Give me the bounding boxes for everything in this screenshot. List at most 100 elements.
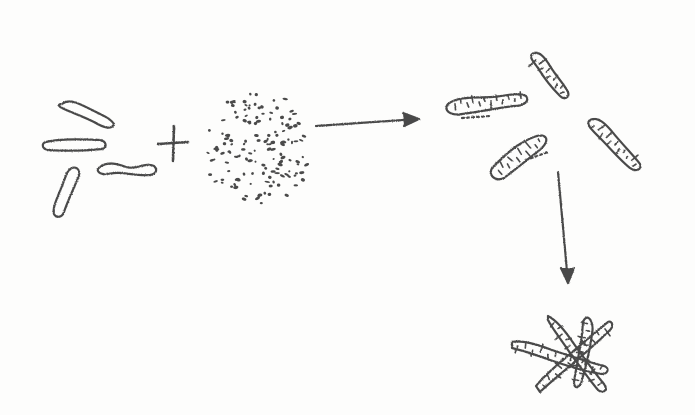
particle-dot: [229, 138, 234, 142]
particle-dot: [293, 140, 298, 142]
fuzz-tick: [590, 126, 594, 128]
cluster-fuzz-tick: [578, 336, 585, 337]
particle-dot: [264, 166, 268, 170]
particle-dot: [235, 177, 241, 182]
fuzz-tick: [526, 142, 531, 148]
aggregated-cluster: [512, 316, 612, 392]
fuzz-tick: [517, 158, 520, 162]
rod-1: [59, 102, 114, 128]
cluster-fuzz-tick: [548, 375, 550, 379]
particle-dot: [250, 183, 252, 185]
particle-dot: [299, 139, 304, 143]
particle-dot: [255, 115, 259, 119]
particle-dot: [293, 124, 298, 128]
particle-dot: [261, 163, 266, 167]
particle-dot: [269, 111, 273, 114]
particle-dot: [282, 97, 288, 100]
particle-dot: [279, 152, 282, 156]
particle-dot: [253, 149, 256, 152]
cluster-fuzz-tick: [593, 340, 595, 342]
cluster-fuzz-tick: [573, 380, 579, 381]
particle-dot: [241, 148, 245, 151]
particle-dot: [254, 160, 257, 163]
particle-dot: [266, 143, 269, 145]
particle-dot: [301, 134, 306, 138]
particle-dot: [284, 193, 289, 198]
particle-dot: [244, 139, 247, 142]
rod-3: [98, 164, 156, 176]
particle-dot: [277, 184, 280, 187]
particle-dot: [242, 99, 247, 103]
particle-dot: [244, 104, 248, 107]
particle-dot: [261, 113, 265, 115]
particle-dot: [235, 115, 239, 119]
particle-dot: [234, 110, 238, 114]
fuzz-tick: [546, 69, 549, 72]
particle-dot: [221, 119, 226, 122]
particle-dot: [300, 177, 305, 182]
fuzz-tick: [546, 76, 550, 79]
cluster-fuzz-tick: [531, 350, 533, 356]
particle-dot: [241, 197, 247, 202]
particle-dot: [208, 129, 212, 133]
fuzz-tick: [526, 151, 530, 155]
particle-dot: [221, 179, 225, 181]
particle-dot: [244, 195, 248, 198]
cluster-fuzz-tick: [586, 331, 589, 332]
particle-dot: [249, 92, 252, 95]
particle-dot: [256, 139, 260, 142]
fuzz-tick: [539, 59, 546, 64]
particle-dot: [296, 163, 299, 165]
particle-dot: [223, 142, 227, 145]
particle-dot: [281, 122, 284, 126]
particle-dot: [288, 170, 291, 173]
particle-dot: [263, 191, 267, 195]
rod-4: [54, 168, 80, 217]
particle-dot: [254, 93, 258, 97]
particle-dot: [251, 172, 254, 176]
fuzz-tick: [508, 157, 512, 160]
particle-dot: [291, 141, 293, 144]
fuzz-tick: [538, 139, 540, 142]
particle-dot: [295, 172, 298, 174]
particle-dot: [247, 159, 253, 163]
particle-dot: [227, 170, 230, 173]
particle-dot: [248, 104, 251, 106]
particle-dot: [213, 180, 218, 183]
particle-dot: [275, 167, 280, 170]
particle-dot: [267, 134, 271, 138]
particle-dot: [272, 158, 275, 160]
coated-rod-3: [588, 119, 640, 170]
particle-dot: [264, 180, 270, 183]
particle-dot: [288, 158, 292, 161]
fuzz-tick: [502, 100, 503, 104]
fuzz-tick: [607, 133, 612, 138]
fuzz-tick: [508, 96, 509, 100]
arrow-down: [558, 172, 574, 283]
fuzz-tick: [520, 92, 521, 98]
particle-dot: [288, 117, 292, 121]
particle-dot: [295, 159, 301, 164]
fuzz-tick: [633, 164, 636, 166]
cluster-fuzz-tick: [580, 373, 584, 374]
particle-dot: [275, 133, 279, 137]
particle-dot: [269, 118, 271, 121]
particle-dot: [242, 118, 247, 123]
fuzz-tick: [615, 142, 618, 145]
particle-dot: [292, 113, 297, 116]
particle-dot: [221, 132, 224, 135]
fuzz-tick: [500, 162, 503, 167]
particle-dot: [282, 130, 286, 133]
particle-dot: [243, 108, 247, 111]
particle-dot: [267, 192, 271, 196]
cluster-fuzz-tick: [597, 332, 599, 335]
cluster-fuzz-tick: [574, 365, 581, 366]
fuzz-tick: [555, 84, 557, 88]
fuzz-tick: [598, 126, 604, 130]
fuzz-tick: [616, 149, 619, 155]
cluster-fuzz-tick: [555, 352, 556, 357]
particle-dot: [247, 106, 251, 110]
particle-cluster: [206, 92, 310, 204]
